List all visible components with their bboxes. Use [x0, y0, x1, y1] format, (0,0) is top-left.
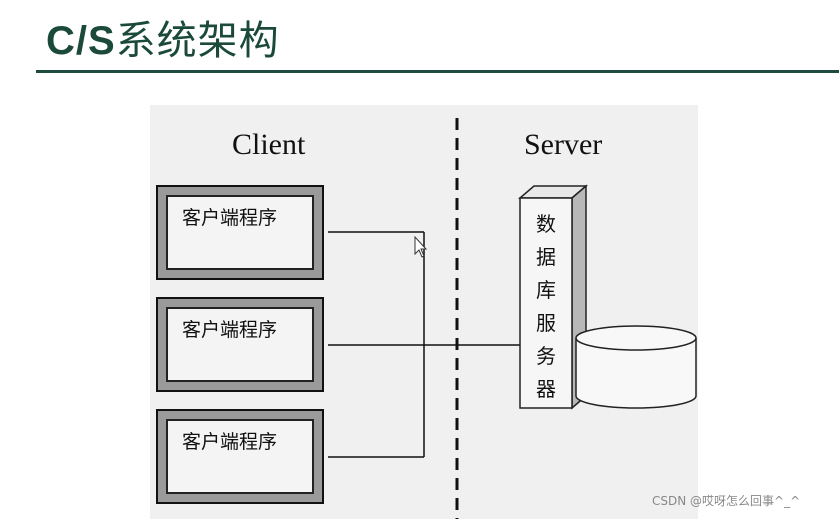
db-server-char: 器	[536, 377, 556, 401]
client-label: Client	[232, 128, 306, 161]
cursor-icon	[414, 235, 428, 258]
db-server-char: 库	[536, 278, 556, 302]
client-program-box-3: 客户端程序	[156, 409, 324, 504]
server-label: Server	[524, 128, 603, 161]
db-server-char: 据	[536, 245, 556, 269]
client-program-label: 客户端程序	[182, 319, 278, 341]
database-cylinder-top	[575, 325, 697, 351]
db-server-char: 务	[536, 344, 556, 368]
db-server-char: 服	[536, 311, 556, 335]
client-program-box-1: 客户端程序	[156, 185, 324, 280]
title-divider	[36, 70, 839, 73]
database-cylinder-body	[575, 338, 697, 409]
client-program-box-2: 客户端程序	[156, 297, 324, 392]
watermark: CSDN @哎呀怎么回事^_^	[652, 494, 801, 508]
title-chinese: 系统架构	[115, 18, 280, 64]
db-server-char: 数	[536, 212, 556, 236]
server-tower-front	[519, 197, 573, 409]
client-program-label: 客户端程序	[182, 431, 278, 453]
title-latin: C/S	[46, 19, 116, 63]
client-program-label: 客户端程序	[182, 207, 278, 229]
page-title: C/S系统架构	[46, 8, 280, 66]
